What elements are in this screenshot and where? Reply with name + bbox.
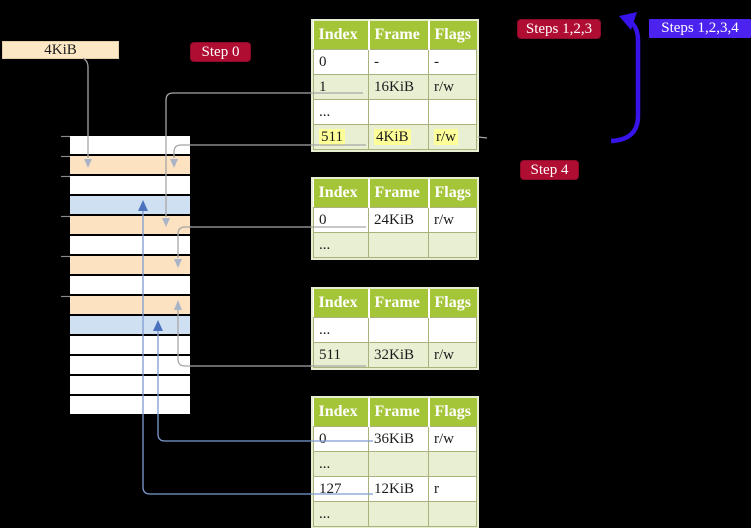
column-header-frame: Frame [367,289,429,318]
table-row-index-0: 0-- [313,49,477,75]
table-cell-index: 1 [313,74,369,100]
table-cell-index: 511 [313,342,369,368]
table-cell-frame: 36KiB [368,426,429,452]
table-cell-frame: 32KiB [368,342,429,368]
memory-frame-row-peach [70,156,190,174]
memory-frame-row-white [70,136,190,154]
column-header-index: Index [313,398,369,427]
table-cell-flags: - [428,49,477,75]
table-cell-index: ... [313,501,369,527]
column-header-flags: Flags [427,179,477,208]
badge-step-0: Step 0 [190,42,251,62]
memory-frame-row-white [70,336,190,354]
table-cell-flags: r/w [428,124,477,150]
table-cell-frame: - [368,49,429,75]
table-cell-frame: 12KiB [368,476,429,502]
memory-frame-row-peach [70,216,190,234]
table-cell-index: 127 [313,476,369,502]
table-row-index-dotsdotsdots: ... [313,451,477,477]
column-header-flags: Flags [427,21,477,50]
table-cell-index: 0 [313,49,369,75]
table-cell-index: ... [313,451,369,477]
memory-frame-row-white [70,236,190,254]
column-header-frame: Frame [367,398,429,427]
table-cell-flags [428,451,477,477]
table-cell-index: ... [313,99,369,125]
table-cell-index: ... [313,232,369,258]
highlighted-value: 511 [319,129,345,145]
frame-address-label: 4KiB [2,41,119,59]
memory-frame-row-white [70,396,190,414]
table-cell-flags [428,99,477,125]
column-header-frame: Frame [367,179,429,208]
physical-memory-column [70,136,190,416]
memory-frame-row-white [70,376,190,394]
badge-steps-1-2-3: Steps 1,2,3 [517,19,601,39]
memory-frame-row-peach [70,296,190,314]
table-row-index-dotsdotsdots: ... [313,99,477,125]
table-cell-flags [428,501,477,527]
badge-step-4: Step 4 [520,160,579,180]
highlighted-value: 4KiB [374,129,411,145]
badge-steps-1-2-3-4: Steps 1,2,3,4 [649,19,751,38]
memory-frame-row-white [70,276,190,294]
column-header-flags: Flags [427,289,477,318]
table-cell-frame [368,501,429,527]
table-row-index-511: 511 4KiB r/w [313,124,477,150]
memory-ticks [61,135,70,298]
table-cell-frame [368,99,429,125]
recursion-tail-dash [477,136,488,139]
column-header-index: Index [313,289,369,318]
table-row-index-dotsdotsdots: ... [313,232,477,258]
table-cell-frame: 4KiB [368,124,429,150]
memory-frame-row-peach [70,256,190,274]
table-cell-flags: r/w [428,426,477,452]
table-cell-frame [368,232,429,258]
table-cell-flags [428,232,477,258]
table-cell-index: 0 [313,426,369,452]
table-cell-index: ... [313,317,369,343]
table-cell-flags: r/w [428,74,477,100]
table-cell-index: 0 [313,207,369,233]
table-cell-frame: 16KiB [368,74,429,100]
column-header-index: Index [313,179,369,208]
table-cell-flags [428,317,477,343]
table-row-index-dotsdotsdots: ... [313,501,477,527]
column-header-index: Index [313,21,369,50]
memory-frame-row-white [70,356,190,374]
highlighted-value: r/w [434,129,458,145]
table-cell-index: 511 [313,124,369,150]
recursion-arrow [610,12,641,144]
table-cell-frame [368,317,429,343]
table-row-index-dotsdotsdots: ... [313,317,477,343]
memory-frame-row-blue [70,196,190,214]
column-header-frame: Frame [367,21,429,50]
column-header-flags: Flags [427,398,477,427]
table-cell-frame: 24KiB [368,207,429,233]
table-cell-flags: r [428,476,477,502]
table-cell-flags: r/w [428,207,477,233]
memory-frame-row-white [70,176,190,194]
memory-frame-row-blue [70,316,190,334]
table-cell-flags: r/w [428,342,477,368]
table-cell-frame [368,451,429,477]
